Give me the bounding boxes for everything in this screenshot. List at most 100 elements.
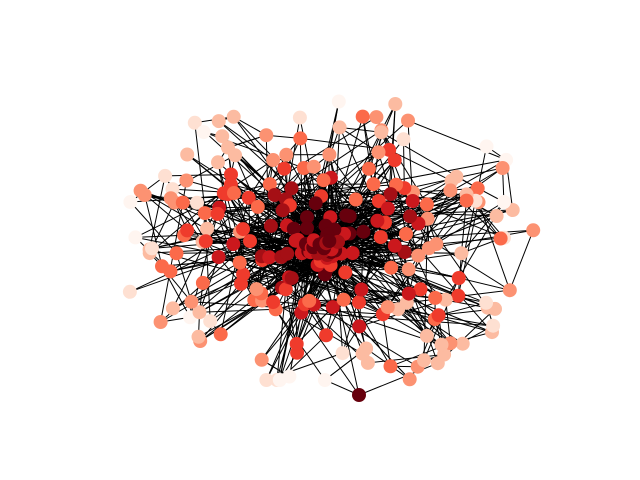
graph-node xyxy=(153,315,168,329)
graph-node xyxy=(262,177,277,192)
graph-node xyxy=(413,282,428,297)
graph-node xyxy=(455,336,470,351)
graph-node xyxy=(370,213,385,228)
graph-node xyxy=(336,292,351,307)
graph-node xyxy=(352,319,367,334)
graph-edge xyxy=(308,300,418,368)
graph-node xyxy=(355,109,370,124)
graph-edge xyxy=(217,159,507,215)
graph-edge xyxy=(191,301,383,315)
graph-node xyxy=(380,201,395,216)
graph-edge xyxy=(199,308,276,313)
graph-node xyxy=(293,131,308,146)
graph-node xyxy=(277,161,292,176)
graph-node xyxy=(227,186,241,200)
graph-node xyxy=(262,250,277,265)
graph-edge xyxy=(286,253,367,349)
graph-node xyxy=(411,248,426,263)
graph-node xyxy=(213,327,228,342)
graph-node xyxy=(137,188,152,202)
graph-node xyxy=(403,209,418,224)
graph-node xyxy=(405,194,420,208)
graph-edge xyxy=(173,202,204,243)
graph-node xyxy=(158,168,173,183)
graph-node xyxy=(175,195,190,210)
graph-node xyxy=(366,177,381,192)
graph-edge xyxy=(458,200,476,279)
graph-node xyxy=(335,346,350,361)
graph-node xyxy=(284,271,299,286)
graph-node xyxy=(371,145,386,160)
graph-node xyxy=(284,181,299,196)
graph-node xyxy=(339,208,354,223)
graph-node xyxy=(387,153,402,168)
graph-edge xyxy=(296,304,315,345)
graph-node xyxy=(198,234,213,249)
graph-node xyxy=(286,221,301,236)
graph-node xyxy=(254,352,269,367)
graph-edge xyxy=(172,240,207,309)
graph-node xyxy=(325,300,340,315)
graph-node xyxy=(179,173,194,188)
graph-node xyxy=(317,373,332,387)
graph-edge xyxy=(404,215,497,253)
graph-node xyxy=(421,241,436,256)
graph-edge xyxy=(184,228,244,236)
graph-node xyxy=(197,206,212,221)
graph-node xyxy=(275,203,290,218)
graph-edge xyxy=(358,362,438,396)
graph-node xyxy=(526,223,541,238)
graph-node xyxy=(356,224,371,239)
graph-node xyxy=(489,209,504,223)
graph-edge xyxy=(227,193,288,255)
graph-node xyxy=(402,372,417,387)
graph-node xyxy=(180,223,195,238)
graph-node xyxy=(431,308,446,323)
graph-node xyxy=(380,300,395,315)
graph-edge xyxy=(160,202,184,323)
graph-node xyxy=(163,264,178,279)
graph-node xyxy=(493,231,508,246)
graph-node xyxy=(123,195,138,209)
graph-node xyxy=(401,286,416,301)
graph-node xyxy=(332,120,347,135)
graph-node xyxy=(266,153,281,167)
graph-node xyxy=(215,129,230,144)
graph-node xyxy=(438,292,453,307)
graph-node xyxy=(128,230,143,245)
graph-node xyxy=(479,295,494,310)
graph-node xyxy=(280,246,295,261)
graph-edge xyxy=(165,174,232,177)
graph-node xyxy=(331,94,346,109)
graph-node xyxy=(401,113,415,128)
graph-node xyxy=(236,267,251,282)
graph-node xyxy=(267,188,282,202)
graph-node xyxy=(300,210,314,225)
graph-edge xyxy=(438,302,487,316)
graph-node xyxy=(352,295,366,310)
graph-node xyxy=(486,318,501,333)
graph-node xyxy=(383,359,398,374)
graph-node xyxy=(236,222,250,237)
graph-node xyxy=(419,328,434,343)
graph-edge xyxy=(248,197,251,242)
graph-node xyxy=(308,196,323,211)
graph-node xyxy=(259,373,274,387)
graph-edge xyxy=(135,192,225,238)
graph-node xyxy=(241,190,256,205)
graph-node xyxy=(384,260,399,275)
graph-node xyxy=(359,341,374,356)
graph-node xyxy=(282,369,297,384)
graph-node xyxy=(496,195,511,209)
graph-edge xyxy=(182,202,207,242)
graph-node xyxy=(338,265,353,280)
graph-node xyxy=(417,353,431,368)
graph-edge xyxy=(176,253,192,302)
graph-edge xyxy=(367,354,445,364)
graph-node xyxy=(345,246,360,261)
graph-edge xyxy=(135,234,185,238)
graph-edge xyxy=(358,326,411,380)
graph-node xyxy=(396,132,411,147)
graph-edge xyxy=(509,230,534,291)
graph-node xyxy=(203,314,218,329)
